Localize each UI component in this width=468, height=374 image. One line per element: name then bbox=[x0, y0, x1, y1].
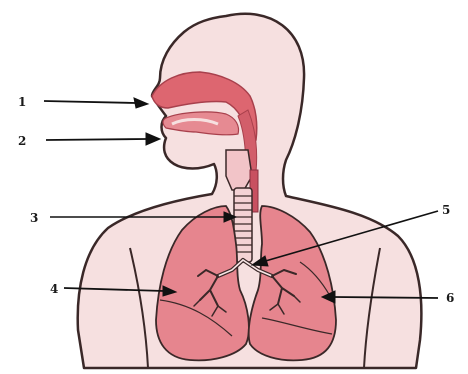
callout-label-2: 2 bbox=[18, 134, 26, 148]
callout-label-1: 1 bbox=[18, 95, 26, 109]
callout-label-5: 5 bbox=[442, 203, 450, 217]
callout-label-4: 4 bbox=[50, 282, 58, 296]
callout-label-3: 3 bbox=[30, 211, 38, 225]
larynx bbox=[226, 150, 252, 190]
callout-label-6: 6 bbox=[446, 291, 454, 305]
